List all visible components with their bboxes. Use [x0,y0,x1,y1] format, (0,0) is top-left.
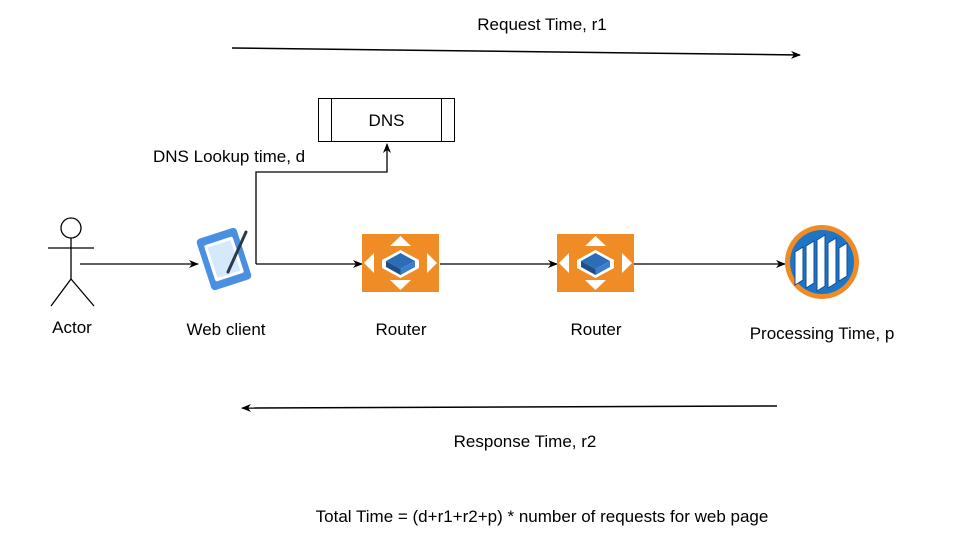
processing-time-label: Processing Time, p [749,324,895,343]
dns-box-left-divider [331,99,332,141]
dns-server-box: DNS [318,98,455,142]
total-time-formula: Total Time = (d+r1+r2+p) * number of req… [315,507,769,526]
actor-label: Actor [52,318,92,337]
dns-label: DNS [368,111,405,130]
router-icon [557,234,634,292]
request-time-arrow [231,47,801,59]
web-client-label: Web client [186,320,266,339]
router-label: Router [570,320,622,339]
request-time-label: Request Time, r1 [477,15,607,34]
client-to-dns-connector [255,143,391,264]
response-time-label: Response Time, r2 [453,432,597,451]
server-icon [785,225,859,299]
response-time-arrow [241,403,778,412]
dns-lookup-time-label: DNS Lookup time, d [153,147,306,166]
actor-icon [48,217,95,307]
dns-box-right-divider [441,99,442,141]
router-icon [362,234,439,292]
router-label: Router [375,320,427,339]
web-client-icon [196,227,252,291]
